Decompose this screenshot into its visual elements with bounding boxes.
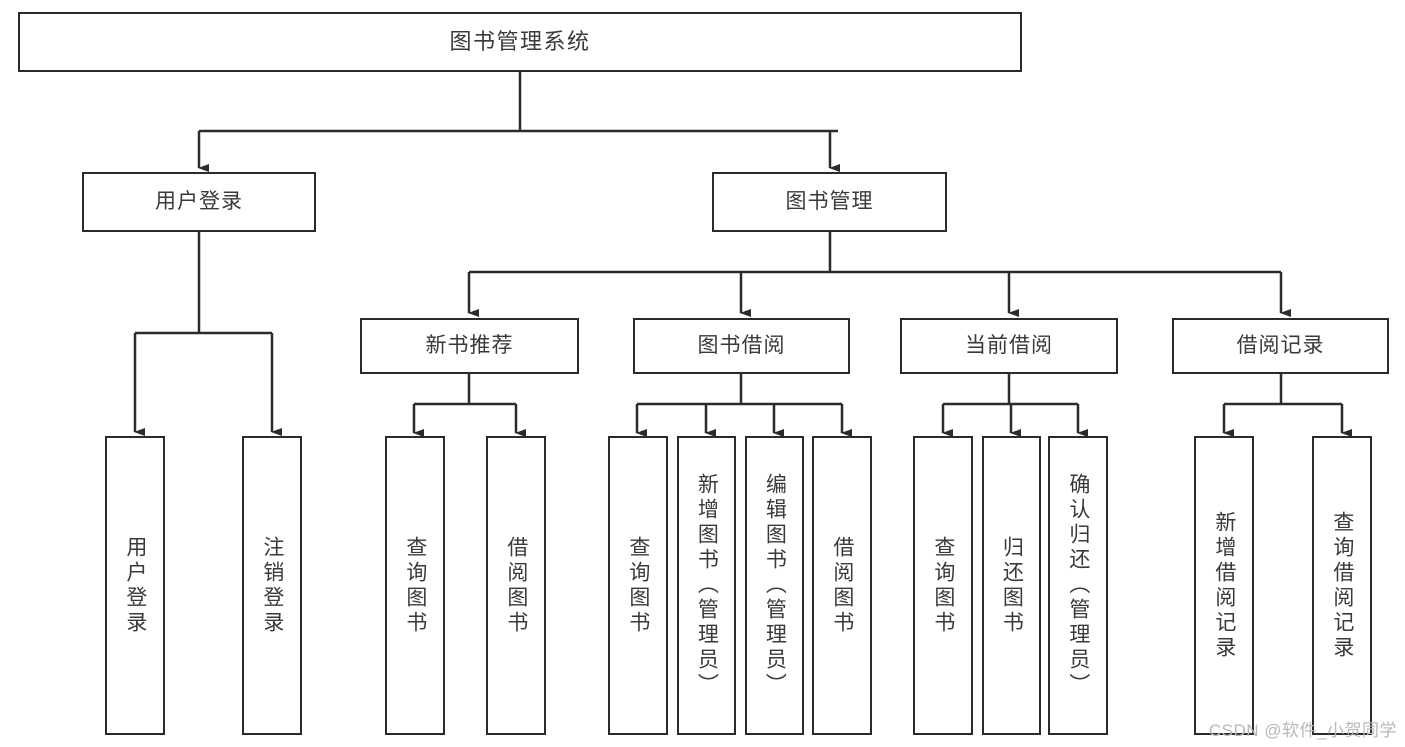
node-label: 查询图书 xyxy=(626,535,650,636)
node-label: 图书借阅 xyxy=(697,334,786,358)
node-label: 确认归还（管理员） xyxy=(1066,473,1090,698)
node-label: 用户登录 xyxy=(123,535,147,636)
node-new-book-recommend[interactable]: 新书推荐 xyxy=(360,318,579,374)
node-leaf-query-borrow-record[interactable]: 查询借阅记录 xyxy=(1312,436,1372,735)
node-label: 查询图书 xyxy=(403,535,427,636)
node-label: 新增图书（管理员） xyxy=(695,473,719,698)
node-label: 查询图书 xyxy=(931,535,955,636)
node-leaf-borrow-book-recommend[interactable]: 借阅图书 xyxy=(486,436,546,735)
node-leaf-borrow-book[interactable]: 借阅图书 xyxy=(812,436,872,735)
node-leaf-add-book-admin[interactable]: 新增图书（管理员） xyxy=(677,436,736,735)
node-book-borrow[interactable]: 图书借阅 xyxy=(633,318,850,374)
node-label: 图书管理 xyxy=(785,190,874,214)
node-leaf-confirm-return-admin[interactable]: 确认归还（管理员） xyxy=(1048,436,1108,735)
csdn-watermark: CSDN @软件_小贺同学 xyxy=(1208,721,1397,740)
node-leaf-query-book-recommend[interactable]: 查询图书 xyxy=(385,436,445,735)
node-leaf-logout[interactable]: 注销登录 xyxy=(242,436,302,735)
node-label: 注销登录 xyxy=(260,535,284,636)
node-label: 归还图书 xyxy=(1000,535,1024,636)
node-label: 编辑图书（管理员） xyxy=(763,473,787,698)
node-label: 新书推荐 xyxy=(425,334,514,358)
node-user-login[interactable]: 用户登录 xyxy=(82,172,316,232)
node-label: 借阅记录 xyxy=(1236,334,1325,358)
node-leaf-add-borrow-record[interactable]: 新增借阅记录 xyxy=(1194,436,1254,735)
node-label: 借阅图书 xyxy=(830,535,854,636)
node-label: 用户登录 xyxy=(155,190,243,214)
node-book-management[interactable]: 图书管理 xyxy=(712,172,947,232)
node-leaf-query-book-current[interactable]: 查询图书 xyxy=(913,436,973,735)
node-label: 借阅图书 xyxy=(504,535,528,636)
node-label: 图书管理系统 xyxy=(449,28,591,54)
node-leaf-edit-book-admin[interactable]: 编辑图书（管理员） xyxy=(745,436,804,735)
node-label: 当前借阅 xyxy=(965,334,1053,358)
node-root-system[interactable]: 图书管理系统 xyxy=(18,12,1022,72)
node-leaf-return-book[interactable]: 归还图书 xyxy=(982,436,1041,735)
node-borrow-record[interactable]: 借阅记录 xyxy=(1172,318,1389,374)
node-leaf-user-login[interactable]: 用户登录 xyxy=(105,436,165,735)
node-current-borrow[interactable]: 当前借阅 xyxy=(900,318,1118,374)
node-label: 查询借阅记录 xyxy=(1330,510,1354,661)
node-label: 新增借阅记录 xyxy=(1212,510,1236,661)
node-leaf-query-book-borrow[interactable]: 查询图书 xyxy=(608,436,668,735)
